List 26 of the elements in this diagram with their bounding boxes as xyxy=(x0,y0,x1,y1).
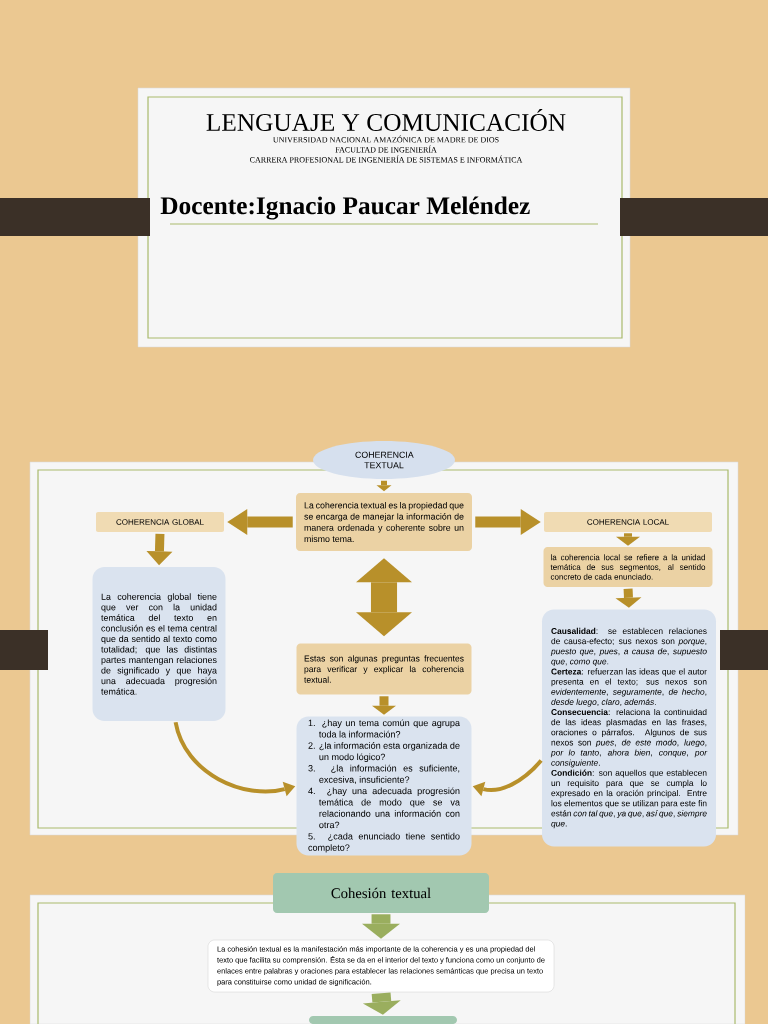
arrow xyxy=(362,992,401,1015)
subtitle: Docente:Ignacio Paucar Meléndez xyxy=(160,196,530,220)
arrow xyxy=(362,914,400,939)
heading-box: Cohesión textual xyxy=(273,873,489,913)
arrow xyxy=(372,696,396,715)
definition-box: Estas son algunas preguntas frecuentes para verificar y explicar la coherencia textual. xyxy=(296,643,472,695)
arrow xyxy=(615,588,642,608)
header-text: UNIVERSIDAD NACIONAL AMAZÓNICA DE MADRE DE DIOS xyxy=(273,135,499,143)
heading-box: COHERENCIA LOCAL xyxy=(544,512,712,532)
curved-arrow xyxy=(472,759,543,797)
arrow xyxy=(376,480,392,492)
arrow xyxy=(475,509,541,535)
double-arrow xyxy=(356,558,412,637)
header-text: CARRERA PROFESIONAL DE INGENIERÍA DE SISTEMAS E INFORMÁTICA xyxy=(250,155,523,163)
text-box: Causalidad: se establecen relaciones de causa-efecto; sus nexos son porque, puesto que, pues, a causa de, supuesto que, como que. Certeza: refuerzan las ideas que el autor presenta en el texto; sus nexos son evidentemente, seguramente, de hecho, desde luego, claro, además. Consecuencia: relaciona la continuidad de las ideas plasmadas en las frases, oraciones o párrafos. Algunos de sus nexos son pues, de este modo, luego, por lo tanto, ahora bien, conque, por consiguiente. Condición: son aquellos que establecen un requisito para que se cumpla lo expresado en la oración principal. Entre los elementos que se utilizan para este fin están con tal que, ya que, así que, siempre que. xyxy=(542,609,716,847)
box xyxy=(309,1016,457,1024)
header-text: FACULTAD DE INGENIERÍA xyxy=(335,145,437,153)
curved-arrow xyxy=(173,721,296,797)
title: LENGUAJE Y COMUNICACIÓN xyxy=(206,109,566,131)
heading-box: COHERENCIA GLOBAL xyxy=(96,512,224,532)
definition-box: la coherencia local se refiere a la unidad temática de sus segmentos, al sentido concreto de cada enunciado. xyxy=(543,547,713,587)
question-list-box: 1. ¿hay un tema común que agrupa toda la información? 2. ¿la información esta organizada de un modo lógico? 3. ¿la información es suficiente, excesiva, insuficiente? 4. ¿hay una adecuada progresión temática de modo que se va relacionando una información con otra? 5. ¿cada enunciado tiene sentido completo? xyxy=(296,716,472,856)
definition-box: La coherencia textual es la propiedad que se encarga de manejar la información de manera ordenada y coherente sobre un mismo tema. xyxy=(296,493,472,551)
arrow xyxy=(227,509,293,535)
arrow xyxy=(146,533,173,566)
text-box: La coherencia global tiene que ver con la unidad temática del texto en conclusión es el tema central que da sentido al texto como totalidad; que las distintas partes mantengan relaciones de significado y que haya una adecuada progresión temática. xyxy=(92,567,226,721)
